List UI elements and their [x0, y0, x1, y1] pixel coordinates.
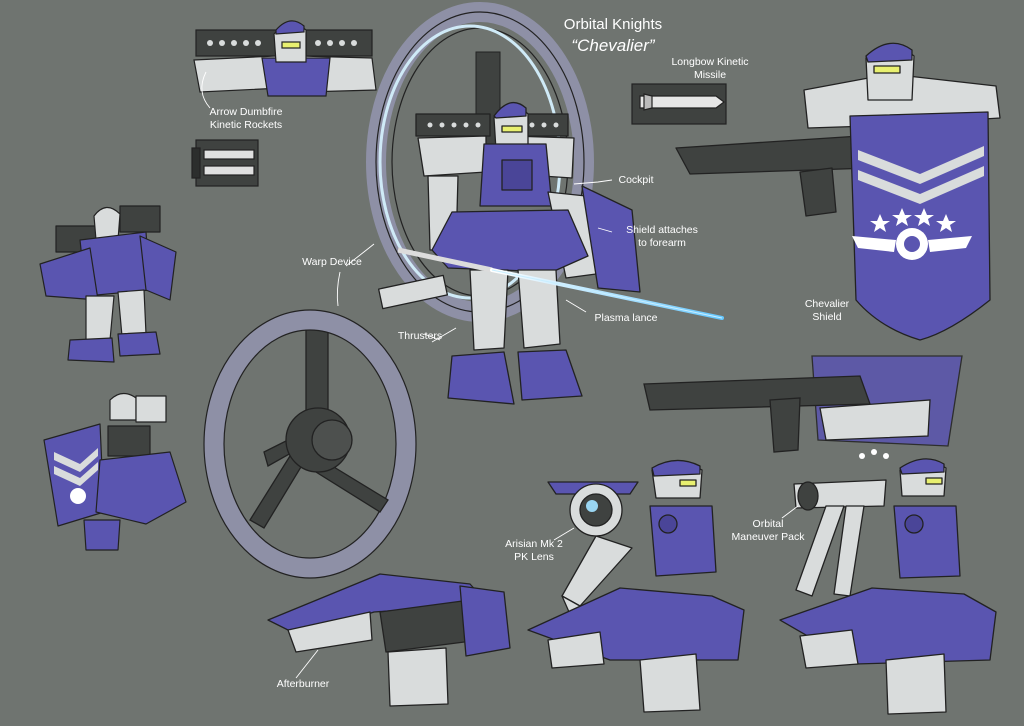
- label-shield-line2: Shield: [812, 311, 842, 323]
- label-pk-lens-line1: Arisian Mk 2: [505, 538, 563, 550]
- label-missile-line2: Missile: [693, 69, 727, 81]
- label-rockets-line2: Kinetic Rockets: [209, 119, 283, 131]
- label-shield-line1: Chevalier: [804, 298, 850, 310]
- warp-device-view: [203, 309, 417, 579]
- callout-lines: [201, 71, 799, 679]
- label-thrusters: Thrusters: [397, 330, 443, 342]
- sheet-subtitle: “Chevalier”: [571, 36, 655, 55]
- label-missile: Longbow Kinetic Missile: [660, 56, 760, 82]
- label-rockets: Arrow Dumbfire Kinetic Rockets: [196, 106, 296, 132]
- label-pk-lens: Arisian Mk 2 PK Lens: [494, 538, 574, 564]
- label-warp-device: Warp Device: [302, 256, 362, 268]
- sheet-title: Orbital Knights: [563, 16, 663, 33]
- plasma-lance: [397, 247, 724, 320]
- label-maneuver-pack-line2: Maneuver Pack: [731, 531, 805, 543]
- label-afterburner: Afterburner: [276, 678, 330, 690]
- main-mech: [377, 101, 641, 405]
- label-cockpit: Cockpit: [618, 174, 654, 186]
- label-rockets-line1: Arrow Dumbfire: [209, 106, 283, 118]
- label-maneuver-pack-line1: Orbital: [752, 518, 784, 530]
- label-maneuver-pack: Orbital Maneuver Pack: [720, 518, 816, 544]
- rocket-pod-closeup: [193, 20, 377, 97]
- afterburner-view: [267, 573, 511, 707]
- rifle-sketch: [643, 355, 963, 459]
- maneuver-pack-view: [779, 458, 997, 715]
- label-shield-attach-line2: to forearm: [638, 237, 686, 249]
- shield-rifle-view: [675, 42, 1001, 341]
- label-missile-line1: Longbow Kinetic: [671, 56, 749, 68]
- mini-mech-back: [43, 392, 187, 551]
- label-shield-attach: Shield attaches to forearm: [612, 224, 712, 250]
- mini-mech-front: [39, 205, 177, 363]
- label-pk-lens-line2: PK Lens: [514, 551, 554, 563]
- label-shield-attach-line1: Shield attaches: [626, 224, 698, 236]
- label-plasma-lance: Plasma lance: [594, 312, 658, 324]
- rockets-detail: [191, 139, 259, 187]
- missile-detail: [631, 83, 727, 125]
- label-shield: Chevalier Shield: [792, 298, 862, 324]
- pk-lens-view: [527, 459, 745, 713]
